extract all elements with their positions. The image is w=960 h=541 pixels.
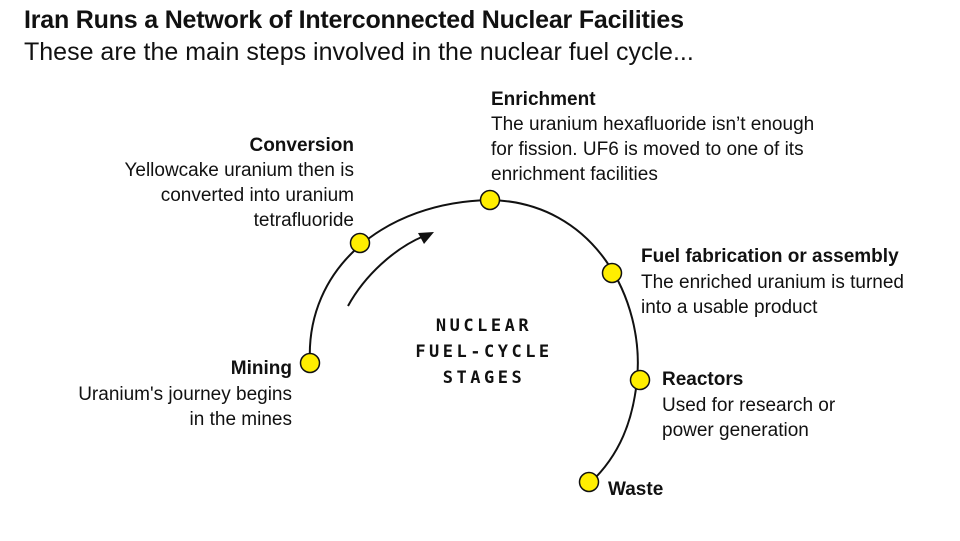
desc-line: Yellowcake uranium then is <box>124 160 354 181</box>
desc-line: enrichment facilities <box>491 164 658 185</box>
stage-desc-fabrication: The enriched uranium is turned into a us… <box>641 270 904 320</box>
desc-line: power generation <box>662 420 809 441</box>
stage-desc-enrichment: The uranium hexafluoride isn’t enough fo… <box>491 112 814 187</box>
center-label-line: FUEL-CYCLE <box>415 342 553 362</box>
stage-title-mining: Mining <box>230 358 292 379</box>
stage-title-enrichment: Enrichment <box>491 89 596 110</box>
node-enrichment <box>479 189 501 211</box>
page-subtitle: These are the main steps involved in the… <box>24 38 694 66</box>
direction-arrowhead-icon <box>418 232 434 244</box>
node-reactors <box>629 369 651 391</box>
stage-title-reactors: Reactors <box>662 369 744 390</box>
desc-line: for fission. UF6 is moved to one of its <box>491 139 804 160</box>
node-conversion <box>349 232 371 254</box>
desc-line: Used for research or <box>662 395 836 416</box>
desc-line: The enriched uranium is turned <box>641 272 904 293</box>
page-title: Iran Runs a Network of Interconnected Nu… <box>24 6 684 34</box>
stage-title-waste: Waste <box>608 479 664 500</box>
center-label-line: STAGES <box>442 368 526 388</box>
desc-line: The uranium hexafluoride isn’t enough <box>491 114 815 135</box>
stage-title-fabrication: Fuel fabrication or assembly <box>641 246 899 267</box>
stage-desc-mining: Uranium's journey begins in the mines <box>78 382 292 432</box>
desc-line: in the mines <box>189 409 292 430</box>
node-mining <box>299 352 321 374</box>
node-waste <box>578 471 600 493</box>
node-fabrication <box>601 262 623 284</box>
desc-line: Uranium's journey begins <box>78 384 292 405</box>
stage-title-conversion: Conversion <box>249 135 354 156</box>
cycle-arc <box>308 198 639 484</box>
center-label: NUCLEAR FUEL-CYCLE STAGES <box>384 313 584 391</box>
desc-line: tetrafluoride <box>253 210 354 231</box>
stage-desc-reactors: Used for research or power generation <box>662 393 835 443</box>
center-label-line: NUCLEAR <box>435 316 533 336</box>
desc-line: into a usable product <box>641 297 818 318</box>
stage-desc-conversion: Yellowcake uranium then is converted int… <box>124 158 354 233</box>
direction-arrow-shaft <box>347 235 425 307</box>
desc-line: converted into uranium <box>160 185 354 206</box>
